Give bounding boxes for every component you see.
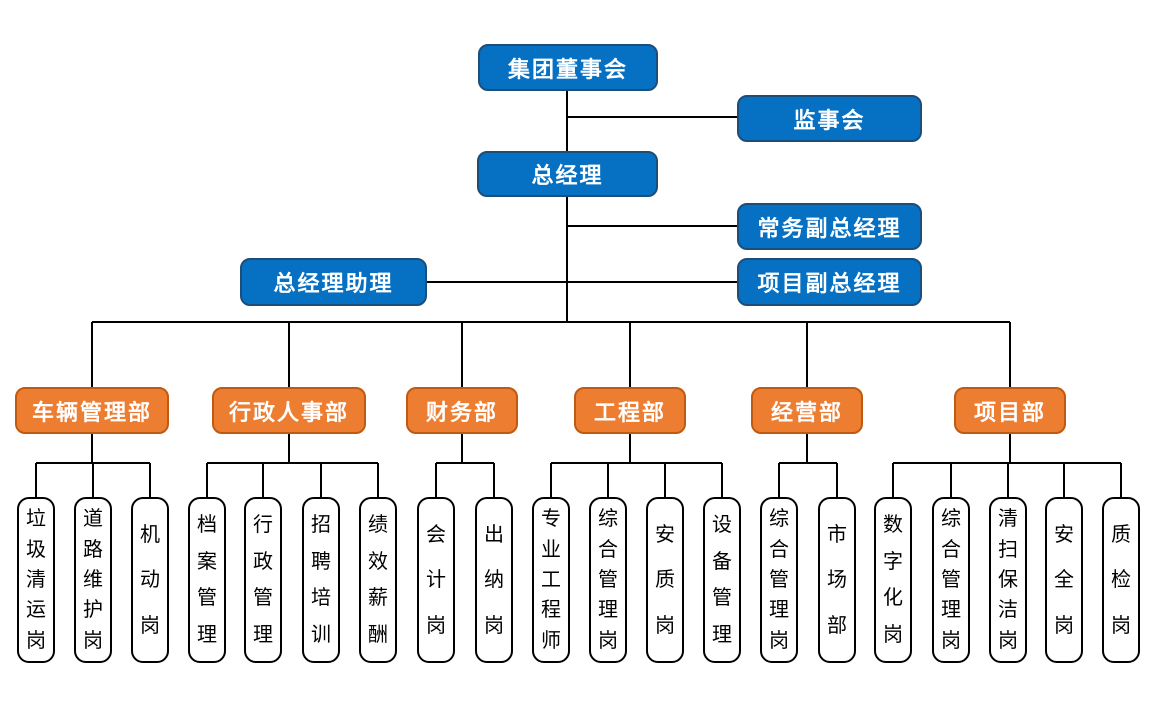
node-executive-deputy-gm-label: 常务副总经理 [757,215,902,241]
node-supervisory-board: 监事会 [737,95,922,142]
dept-finance: 财务部 [406,387,518,434]
post-label: 专业工程师 [541,508,561,652]
post-label: 综合管理岗 [598,508,618,652]
post-box: 行政管理 [244,497,282,663]
post-box: 安质岗 [646,497,684,663]
post-label: 绩效薪酬 [368,514,388,646]
node-gm-assistant: 总经理助理 [240,258,427,306]
post-label: 数字化岗 [883,514,903,646]
post-label: 综合管理岗 [941,508,961,652]
post-box: 数字化岗 [874,497,912,663]
post-box: 清扫保洁岗 [989,497,1027,663]
post-box: 绩效薪酬 [359,497,397,663]
dept-project: 项目部 [954,387,1066,434]
post-box: 综合管理岗 [589,497,627,663]
dept-label: 经营部 [770,399,843,425]
post-label: 机动岗 [140,523,160,637]
post-label: 档案管理 [197,514,217,646]
post-label: 设备管理 [712,514,732,646]
post-box: 质检岗 [1102,497,1140,663]
post-box: 安全岗 [1045,497,1083,663]
post-label: 招聘培训 [311,514,331,646]
post-box: 档案管理 [188,497,226,663]
node-project-deputy-gm: 项目副总经理 [737,258,922,306]
post-box: 会计岗 [417,497,455,663]
dept-label: 工程部 [593,399,666,425]
dept-label: 项目部 [973,399,1046,425]
post-box: 出纳岗 [475,497,513,663]
node-supervisory-board-label: 监事会 [793,107,866,133]
post-label: 清扫保洁岗 [998,508,1018,652]
node-project-deputy-gm-label: 项目副总经理 [757,271,902,296]
dept-label: 财务部 [425,399,498,425]
post-box: 综合管理岗 [932,497,970,663]
post-label: 综合管理岗 [769,508,789,652]
post-label: 垃圾清运岗 [26,508,46,652]
dept-label: 车辆管理部 [31,399,152,425]
post-label: 安全岗 [1054,523,1074,637]
node-general-manager-label: 总经理 [531,163,604,188]
node-board: 集团董事会 [478,44,658,91]
post-label: 市场部 [827,523,847,637]
post-label: 出纳岗 [484,523,504,637]
post-box: 道路维护岗 [74,497,112,663]
dept-label: 行政人事部 [228,399,349,425]
post-box: 市场部 [818,497,856,663]
dept-engineering: 工程部 [574,387,686,434]
post-label: 行政管理 [253,514,273,646]
node-board-label: 集团董事会 [507,56,628,82]
post-box: 招聘培训 [302,497,340,663]
dept-vehicle-management: 车辆管理部 [15,387,169,434]
post-box: 垃圾清运岗 [17,497,55,663]
dept-admin-hr: 行政人事部 [212,387,366,434]
node-gm-assistant-label: 总经理助理 [273,271,394,296]
post-box: 综合管理岗 [760,497,798,663]
post-box: 机动岗 [131,497,169,663]
post-box: 专业工程师 [532,497,570,663]
node-general-manager: 总经理 [477,151,658,197]
node-executive-deputy-gm: 常务副总经理 [737,203,922,250]
post-label: 安质岗 [655,523,675,637]
dept-operations: 经营部 [751,387,863,434]
post-label: 质检岗 [1111,523,1131,637]
post-box: 设备管理 [703,497,741,663]
post-label: 会计岗 [426,523,446,637]
post-label: 道路维护岗 [83,508,103,652]
